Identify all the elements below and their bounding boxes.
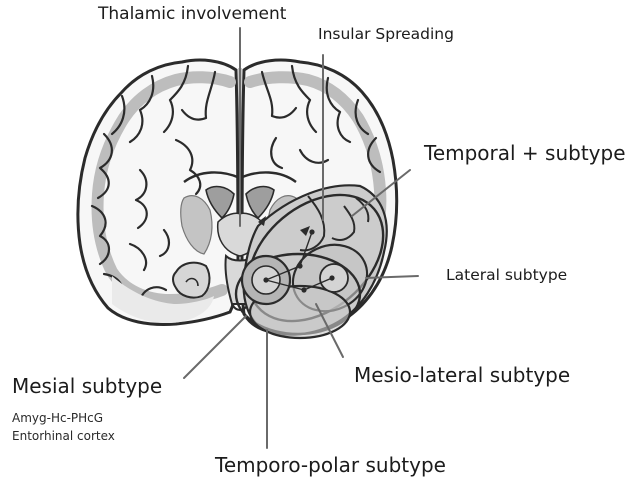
label-mesial-detail-1: Amyg-Hc-PHcG xyxy=(12,412,103,424)
label-thalamic-involvement: Thalamic involvement xyxy=(98,6,286,23)
label-mesial-detail-2: Entorhinal cortex xyxy=(12,430,115,442)
label-mesial-subtype: Mesial subtype xyxy=(12,376,162,396)
label-temporo-polar-subtype: Temporo-polar subtype xyxy=(215,455,446,475)
leader-mesial xyxy=(184,316,246,378)
left-hippocampus xyxy=(173,263,209,298)
label-insular-spreading: Insular Spreading xyxy=(318,27,454,43)
label-lateral-subtype: Lateral subtype xyxy=(446,268,567,284)
label-temporal-plus-subtype: Temporal + subtype xyxy=(424,143,626,163)
label-mesio-lateral-subtype: Mesio-lateral subtype xyxy=(354,365,570,385)
